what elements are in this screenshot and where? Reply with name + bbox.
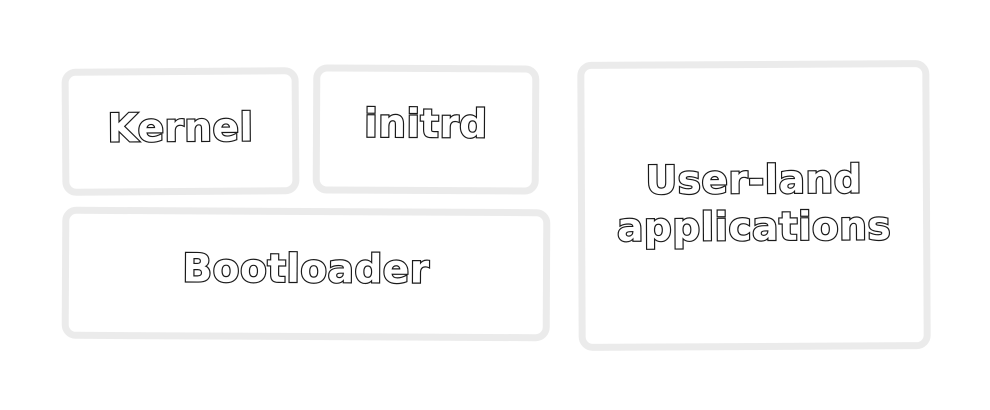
bootloader-box: Bootloader (61, 206, 551, 342)
userland-applications-box: User-land applications (577, 60, 931, 351)
initrd-box: initrd (312, 64, 540, 195)
userland-applications-label: User-land applications (616, 157, 893, 252)
kernel-box: Kernel (61, 67, 300, 196)
kernel-label: Kernel (106, 105, 255, 153)
bootloader-label: Bootloader (181, 245, 431, 294)
initrd-label: initrd (363, 101, 489, 149)
